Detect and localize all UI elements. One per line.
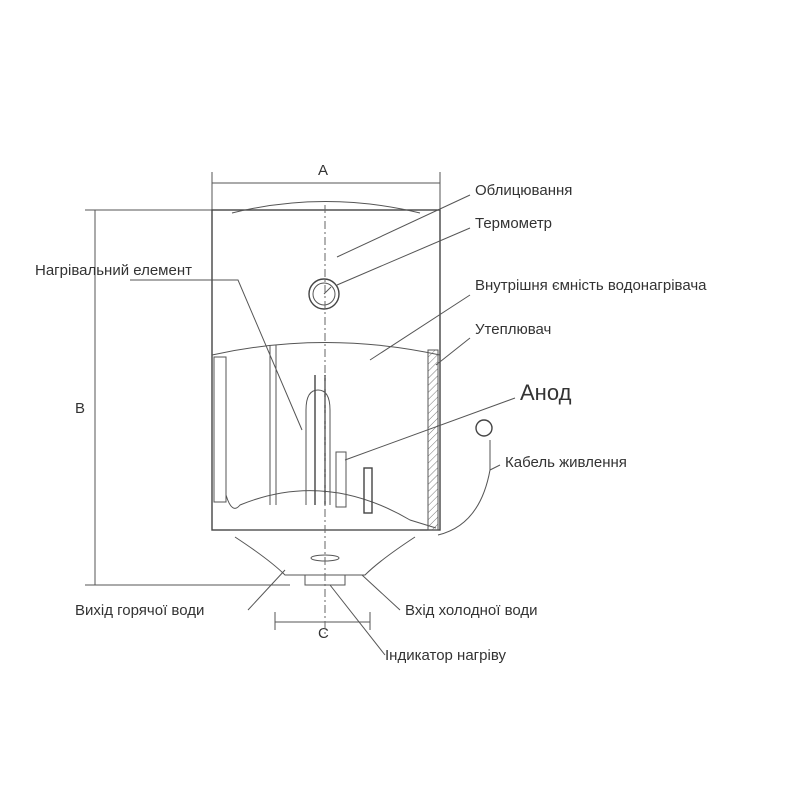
label-anode: Анод — [520, 380, 572, 405]
label-hot-water-outlet: Вихід горячої води — [75, 602, 204, 619]
dimension-b: B — [75, 209, 290, 586]
dimension-c: C — [274, 612, 371, 642]
leader-lines — [130, 194, 516, 656]
label-cold-water-inlet: Вхід холодної води — [405, 602, 538, 619]
label-heating-element: Нагрівальний елемент — [35, 262, 192, 279]
dimension-a: A — [211, 162, 441, 210]
label-thermometer: Термометр — [475, 215, 552, 232]
label-inner-tank: Внутрішня ємність водонагрівача — [475, 277, 707, 294]
dimension-b-label: B — [75, 400, 85, 417]
dimension-a-label: A — [318, 162, 328, 179]
label-heating-indicator: Індикатор нагріву — [385, 647, 506, 664]
water-heater-body — [211, 201, 493, 635]
dimension-c-label: C — [318, 625, 329, 642]
label-insulation: Утеплювач — [475, 321, 551, 338]
label-power-cable: Кабель живлення — [505, 454, 627, 471]
label-casing: Облицювання — [475, 182, 572, 199]
